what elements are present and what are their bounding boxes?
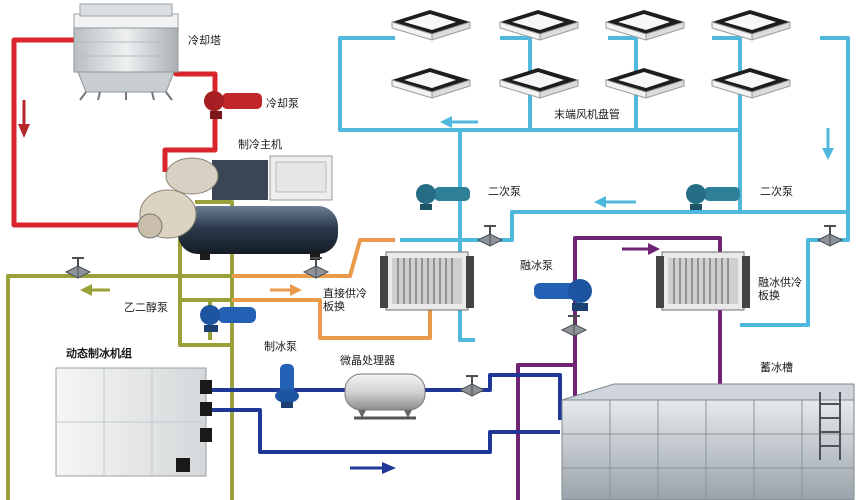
valve [64,257,92,279]
fan-coil-unit [605,10,685,41]
label-secondary-pump-right: 二次泵 [760,185,793,198]
valve [302,257,330,279]
label-secondary-pump-left: 二次泵 [488,185,521,198]
fan-coil-unit [391,68,471,99]
label-microcrystal-processor: 微晶处理器 [340,354,395,367]
secondary-pump-right [686,184,740,210]
arrow-down-blue-right [822,128,834,160]
valve [560,315,588,337]
label-ice-making-pump: 制冰泵 [264,340,297,353]
fan-coil-unit [499,68,579,99]
arrow-down-red [18,100,30,138]
ice-making-pump [275,364,299,408]
fan-coil-unit [391,10,471,41]
valve [816,225,844,247]
label-cooling-pump: 冷却泵 [266,97,299,110]
label-cooling-tower: 冷却塔 [188,34,221,47]
label-direct-plate-hx: 直接供冷板换 [323,287,367,313]
flow-arrows [18,100,834,474]
valve [476,225,504,247]
label-glycol-pump: 乙二醇泵 [124,301,168,314]
arrow-left-blue-mid [594,196,636,208]
direct-cooling-loop [232,238,432,340]
microcrystal-processor [344,373,426,420]
label-ice-melt-pump: 融冰泵 [520,259,553,272]
cooling-tower [73,3,179,101]
fan-coil-units [391,10,791,99]
ice-melt-plate-heat-exchanger [656,251,750,311]
arrow-left-olive [80,284,110,296]
label-ice-storage-tank: 蓄冰槽 [760,361,793,374]
secondary-pump-left [416,184,470,210]
arrow-right-navy [350,462,396,474]
label-chiller: 制冷主机 [238,138,282,151]
glycol-pump [200,305,256,332]
cooling-pump [204,91,262,119]
arrow-left-blue-top [440,116,478,128]
fan-coil-unit [605,68,685,99]
fan-coil-unit [499,10,579,41]
chiller [137,155,338,260]
ice-storage-tank [561,383,855,500]
valves [64,225,844,397]
label-terminal-fan-coil: 末端风机盘管 [554,108,620,121]
arrow-right-orange [270,284,302,296]
ice-melt-pump [534,279,592,311]
fan-coil-unit [711,10,791,41]
valve [458,375,486,397]
dynamic-ice-making-unit [55,367,212,477]
direct-plate-heat-exchanger [380,251,474,311]
label-ice-melt-plate-hx: 融冰供冷板换 [758,276,802,302]
label-dynamic-ice-unit: 动态制冰机组 [66,347,132,360]
arrow-right-purple [622,243,660,255]
fan-coil-unit [711,68,791,99]
